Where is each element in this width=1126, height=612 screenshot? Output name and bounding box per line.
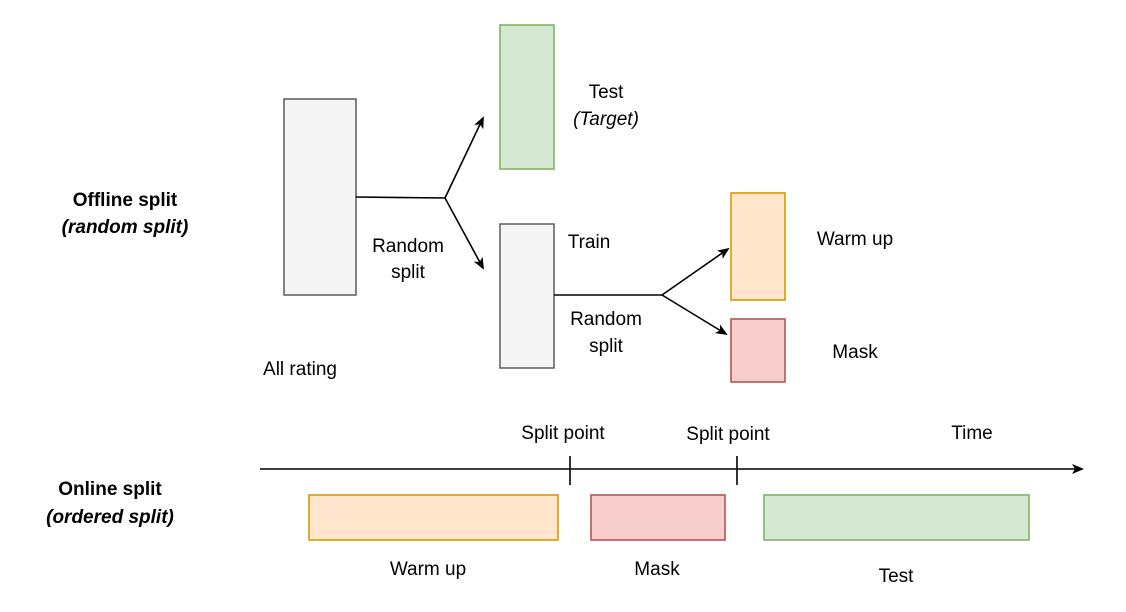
split-point-label-2: Split point — [686, 424, 770, 445]
online-warmup-box — [308, 494, 559, 541]
random-split-label-2b: split — [589, 336, 624, 357]
offline-mask-label: Mask — [832, 342, 878, 363]
offline-mask-box — [730, 318, 786, 383]
online-mask-label: Mask — [634, 559, 680, 580]
arrow-to-mask — [661, 294, 728, 336]
all-rating-box — [283, 98, 357, 296]
offline-split-title: Offline split — [73, 190, 178, 211]
arrow-to-train — [444, 197, 484, 270]
online-test-label: Test — [879, 566, 915, 587]
offline-test-label: Test — [589, 82, 625, 103]
random-split-label-2a: Random — [570, 309, 642, 330]
time-label: Time — [951, 423, 993, 444]
offline-warmup-box — [730, 192, 786, 301]
split-point-label-1: Split point — [521, 423, 605, 444]
offline-test-box — [499, 24, 555, 170]
all-rating-label: All rating — [263, 359, 337, 380]
train-box — [499, 223, 555, 369]
random-split-label-1b: split — [391, 262, 426, 283]
online-warmup-label: Warm up — [390, 559, 466, 580]
train-label: Train — [568, 232, 611, 253]
offline-warmup-label: Warm up — [817, 229, 893, 250]
offline-split-subtitle: (random split) — [62, 217, 189, 238]
random-split-label-1a: Random — [372, 236, 444, 257]
online-test-box — [763, 494, 1030, 541]
online-mask-box — [590, 494, 726, 541]
arrow-to-warmup — [661, 247, 730, 296]
offline-test-target-label: (Target) — [573, 109, 639, 130]
online-split-title: Online split — [58, 479, 162, 500]
all-rating-edge — [355, 196, 446, 199]
arrow-to-test — [444, 116, 484, 199]
online-split-subtitle: (ordered split) — [46, 507, 174, 528]
